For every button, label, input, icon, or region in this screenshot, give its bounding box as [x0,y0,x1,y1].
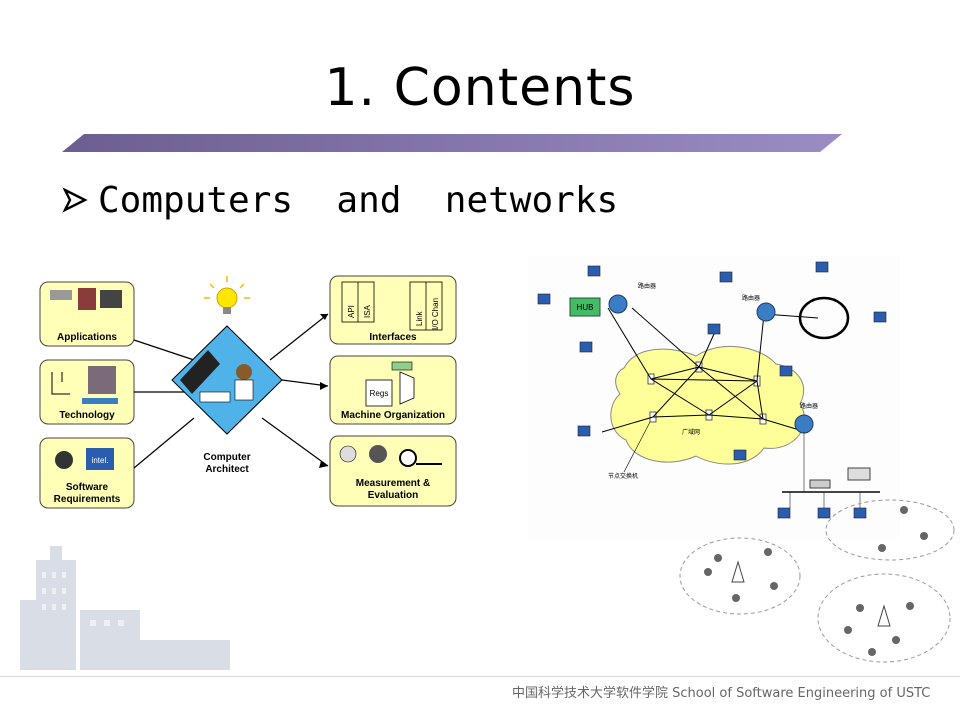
interfaces-box: API ISA Link I/O Chan Interfaces [329,275,457,345]
input-arrows [133,339,195,469]
wireless-node-icons [704,506,928,656]
network-topology-diagram: HUB 路由器 路由器 路由器 广域网 节点交换机 [528,256,900,538]
hub-label: HUB [577,303,594,312]
io-chan-label: I/O Chan [431,298,440,330]
measurement-label: Measurement & [356,478,430,489]
arrow-bullet-icon [62,187,88,213]
applications-label: Applications [57,332,117,343]
bullet-item: Computers and networks [62,178,618,222]
lightbulb-icon [204,276,250,314]
interfaces-label: Interfaces [369,332,417,343]
software-requirements-box: intel. Software Requirements [39,437,135,509]
wireless-network-diagram [679,499,955,663]
wan-label: 广域网 [682,428,700,436]
footer-text: 中国科学技术大学软件学院 School of Software Engineer… [512,686,931,701]
applications-box: Applications [39,281,135,347]
architect-label-1: Computer [203,452,250,463]
isa-label: ISA [363,304,372,318]
switch-node-label: 节点交换机 [608,472,638,480]
router-label-3: 路由器 [800,402,818,410]
title-underline-bar [62,134,842,152]
computer-icons [537,261,887,519]
footer-divider [0,676,960,677]
software-label: Software [66,482,109,493]
measurement-evaluation-box: Measurement & Evaluation [329,435,457,507]
api-label: API [347,305,356,318]
architect-label-2: Architect [205,464,249,475]
slide-title: 1. Contents [324,58,636,118]
intel-logo-text: intel. [92,456,109,465]
ring-network [798,296,850,340]
printer-icon [847,467,871,481]
computer-architect-icon [171,325,283,435]
server-icon [809,479,831,489]
hub-box [569,297,601,317]
machine-organization-label: Machine Organization [341,410,445,421]
router-icon [608,294,814,434]
technology-label: Technology [59,410,115,421]
link-label: Link [415,310,424,326]
bullet-text: Computers and networks [98,179,619,221]
router-label-1: 路由器 [638,282,656,290]
machine-organization-box: Regs Machine Organization [329,355,457,425]
antenna-tower-icons [731,560,891,627]
technology-box: Technology [39,359,135,425]
evaluation-label: Evaluation [368,490,419,501]
computer-architecture-diagram: Applications Technology intel. Software … [39,275,457,509]
router-label-2: 路由器 [742,294,760,302]
campus-building-image [20,546,230,670]
regs-label: Regs [370,389,389,398]
requirements-label: Requirements [54,494,121,505]
